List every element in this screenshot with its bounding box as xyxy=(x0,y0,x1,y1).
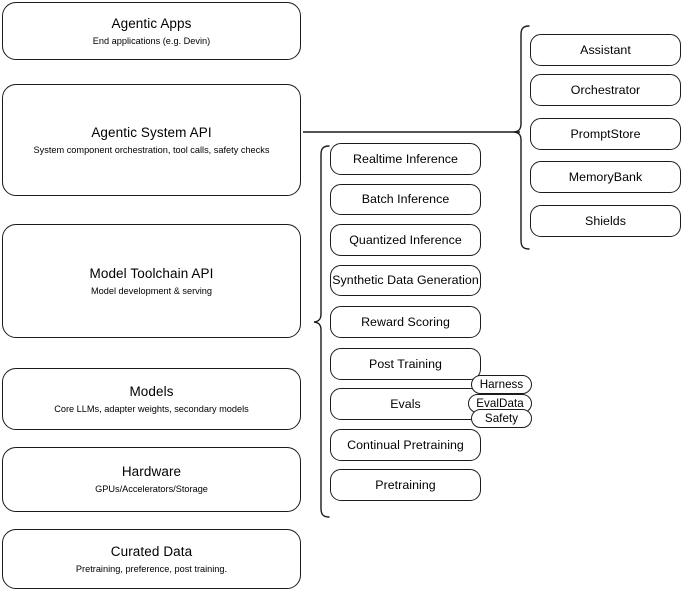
item-label: Realtime Inference xyxy=(353,151,458,166)
toolchain-item-evals[interactable]: Evals xyxy=(330,388,481,420)
system-item-assistant[interactable]: Assistant xyxy=(530,34,681,66)
layer-subtitle: Core LLMs, adapter weights, secondary mo… xyxy=(54,403,249,414)
evals-badge-harness[interactable]: Harness xyxy=(471,375,532,394)
layer-box-hardware[interactable]: Hardware GPUs/Accelerators/Storage xyxy=(2,447,301,512)
system-item-shields[interactable]: Shields xyxy=(530,205,681,237)
layer-box-agentic-apps[interactable]: Agentic Apps End applications (e.g. Devi… xyxy=(2,2,301,60)
layer-box-models[interactable]: Models Core LLMs, adapter weights, secon… xyxy=(2,368,301,430)
toolchain-item-post-training[interactable]: Post Training xyxy=(330,348,481,380)
item-label: Reward Scoring xyxy=(361,314,450,329)
layer-box-model-toolchain-api[interactable]: Model Toolchain API Model development & … xyxy=(2,224,301,338)
layer-subtitle: End applications (e.g. Devin) xyxy=(92,35,211,46)
toolchain-item-batch-inference[interactable]: Batch Inference xyxy=(330,184,481,215)
system-item-promptstore[interactable]: PromptStore xyxy=(530,118,681,150)
system-item-memorybank[interactable]: MemoryBank xyxy=(530,161,681,193)
toolchain-item-realtime-inference[interactable]: Realtime Inference xyxy=(330,143,481,175)
layer-title: Hardware xyxy=(121,464,182,479)
badge-label: Safety xyxy=(484,412,519,425)
item-label: Quantized Inference xyxy=(349,232,462,247)
evals-badge-safety[interactable]: Safety xyxy=(471,409,532,428)
layer-title: Model Toolchain API xyxy=(89,265,214,281)
item-label: PromptStore xyxy=(570,126,641,141)
item-label: Continual Pretraining xyxy=(347,437,464,452)
system-item-orchestrator[interactable]: Orchestrator xyxy=(530,74,681,106)
layer-box-agentic-system-api[interactable]: Agentic System API System component orch… xyxy=(2,84,301,196)
item-label: Shields xyxy=(585,213,626,228)
layer-subtitle: Pretraining, preference, post training. xyxy=(75,563,228,574)
layer-title: Agentic Apps xyxy=(111,15,192,31)
layer-title: Models xyxy=(129,383,174,399)
item-label: Pretraining xyxy=(375,477,436,492)
layer-box-curated-data[interactable]: Curated Data Pretraining, preference, po… xyxy=(2,529,301,589)
item-label: Evals xyxy=(390,396,421,411)
layer-subtitle: GPUs/Accelerators/Storage xyxy=(95,484,208,494)
toolchain-item-synthetic-data-generation[interactable]: Synthetic Data Generation xyxy=(330,265,481,296)
item-label: Orchestrator xyxy=(570,82,641,97)
toolchain-item-pretraining[interactable]: Pretraining xyxy=(330,469,481,501)
item-label: Synthetic Data Generation xyxy=(332,273,479,287)
item-label: Assistant xyxy=(580,42,631,57)
item-label: Batch Inference xyxy=(361,192,450,206)
layer-title: Curated Data xyxy=(110,543,193,559)
layer-subtitle: System component orchestration, tool cal… xyxy=(33,144,270,155)
badge-label: EvalData xyxy=(476,397,524,410)
layer-subtitle: Model development & serving xyxy=(90,285,213,296)
item-label: MemoryBank xyxy=(568,169,643,184)
item-label: Post Training xyxy=(369,356,442,371)
toolchain-item-reward-scoring[interactable]: Reward Scoring xyxy=(330,306,481,338)
toolchain-item-quantized-inference[interactable]: Quantized Inference xyxy=(330,224,481,256)
toolchain-item-continual-pretraining[interactable]: Continual Pretraining xyxy=(330,429,481,461)
badge-label: Harness xyxy=(479,378,524,391)
layer-title: Agentic System API xyxy=(91,124,212,140)
